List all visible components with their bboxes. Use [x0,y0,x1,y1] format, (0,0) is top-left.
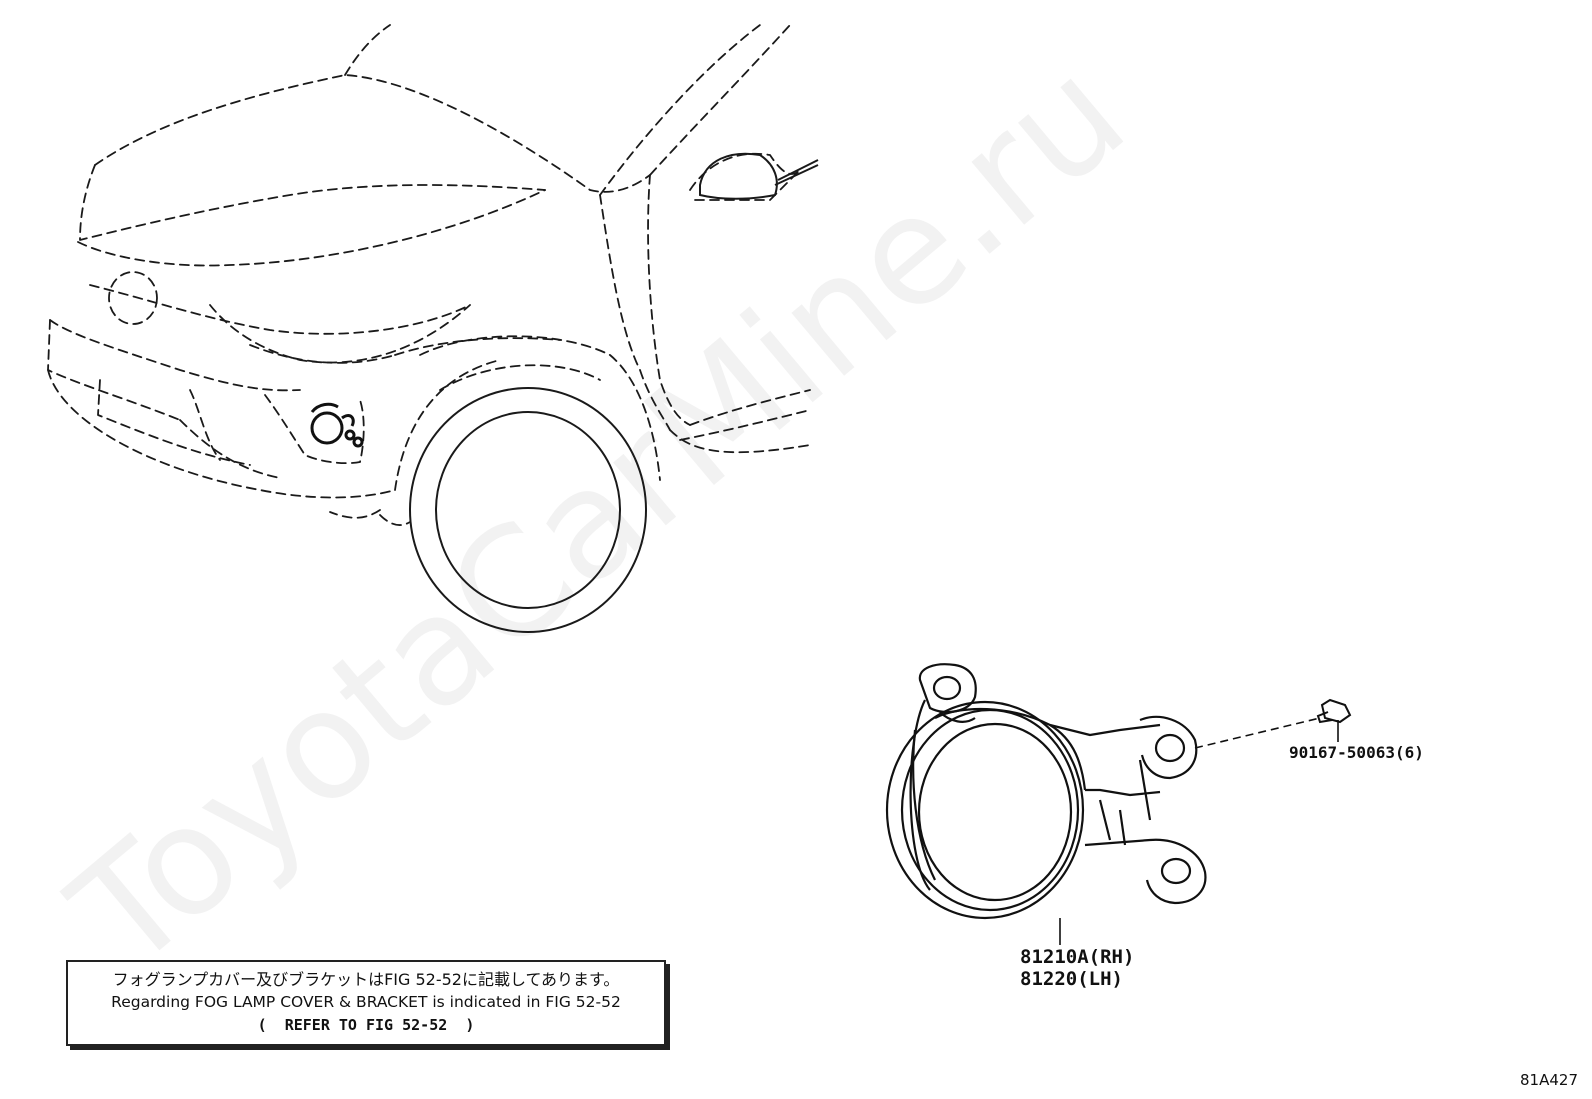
reference-note-box: フォグランプカバー及びブラケットはFIG 52-52に記載してあります。 Reg… [66,960,666,1046]
callout-bolt-part-number: 90167-50063(6) [1289,743,1424,762]
leader-lines [1059,717,1339,945]
note-line-english: Regarding FOG LAMP COVER & BRACKET is in… [111,993,621,1011]
diagram-id-label: 81A427 [1520,1071,1578,1089]
note-line-japanese: フォグランプカバー及びブラケットはFIG 52-52に記載してあります。 [112,970,620,989]
side-mirror [699,152,819,200]
bolt-part [1316,698,1352,724]
note-line-refer: ( REFER TO FIG 52-52 ) [257,1016,475,1034]
vehicle-front-illustration [47,24,811,526]
front-wheel [409,387,647,633]
watermark-text: ToyotaCarMine.ru [41,27,1157,1003]
fog-lamp-assembly [885,663,1207,920]
fog-lamp-location-marker [310,402,364,448]
callout-lamp-lh-part-number: 81220(LH) [1020,968,1123,990]
callout-lamp-rh-part-number: 81210A(RH) [1020,946,1134,968]
